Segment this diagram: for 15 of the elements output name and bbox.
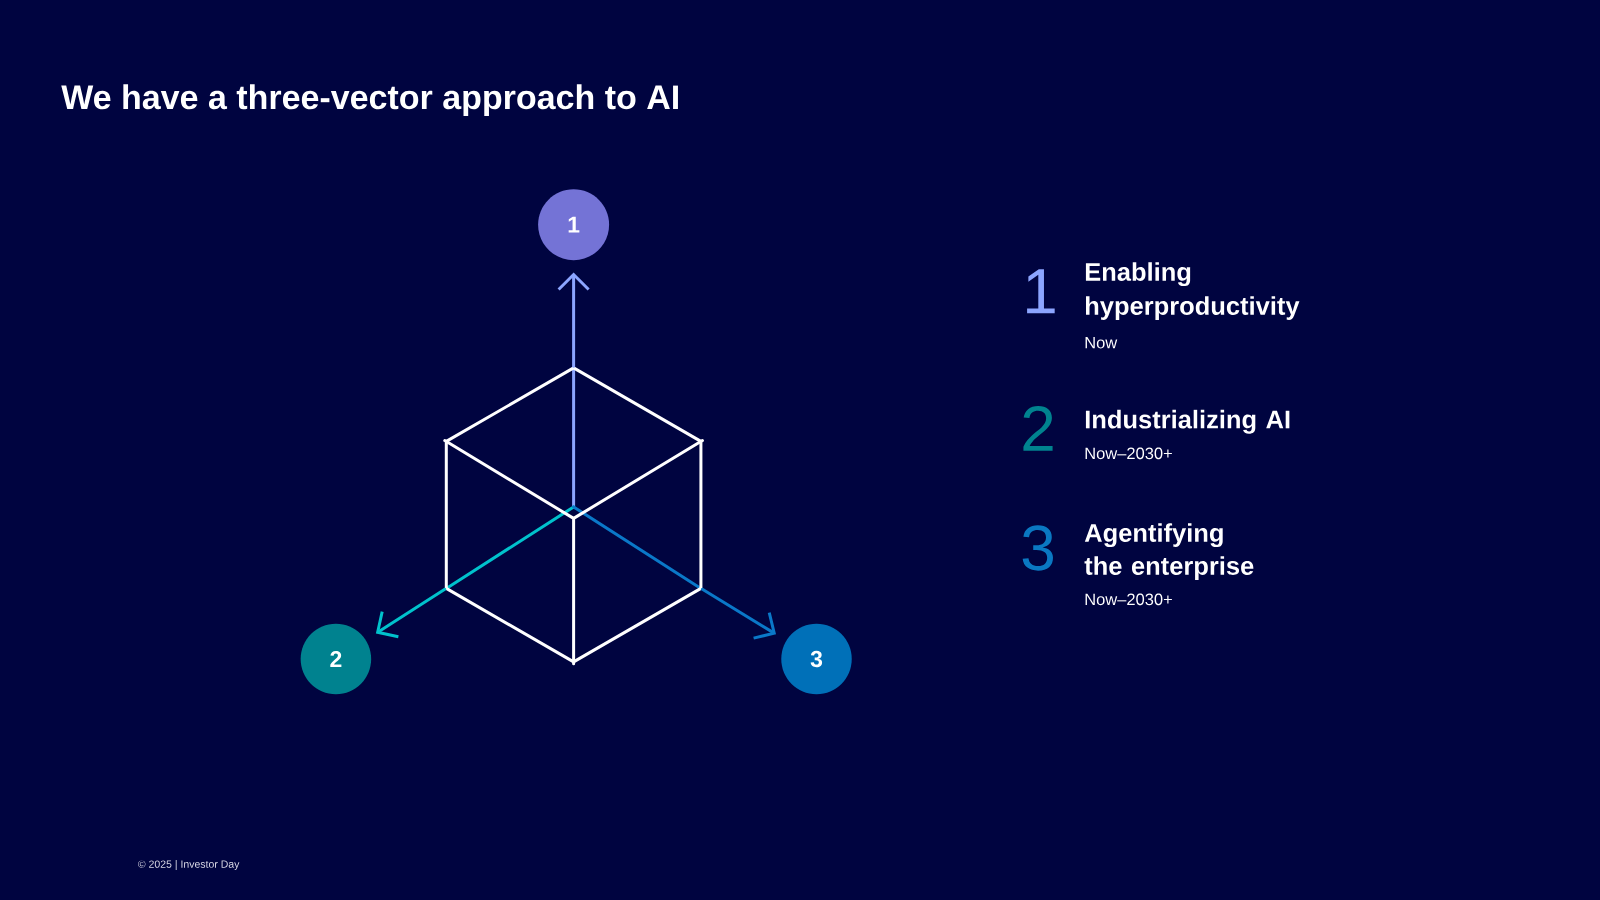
item-heading: Agentifying the enterprise — [1084, 523, 1254, 580]
item-heading: Enabling hyperproductivity — [1085, 262, 1300, 320]
timeframe-text: Now — [1085, 336, 1118, 349]
arrow — [557, 272, 590, 368]
list-number: 3 — [1022, 525, 1053, 571]
list-number: 2 — [1023, 406, 1053, 451]
timeframe-text: Now–2030+ — [1085, 593, 1172, 606]
item-heading: Industrializing AI — [1085, 409, 1290, 434]
arrow — [375, 587, 447, 639]
footer-text: © 2025 | Investor Day — [138, 860, 240, 870]
slide-title: We have a three-vector approach to AI — [61, 84, 678, 117]
list-number: 1 — [1027, 269, 1055, 314]
cube — [443, 366, 704, 666]
timeframe-text: Now–2030+ — [1085, 447, 1172, 460]
arrow — [700, 587, 777, 640]
